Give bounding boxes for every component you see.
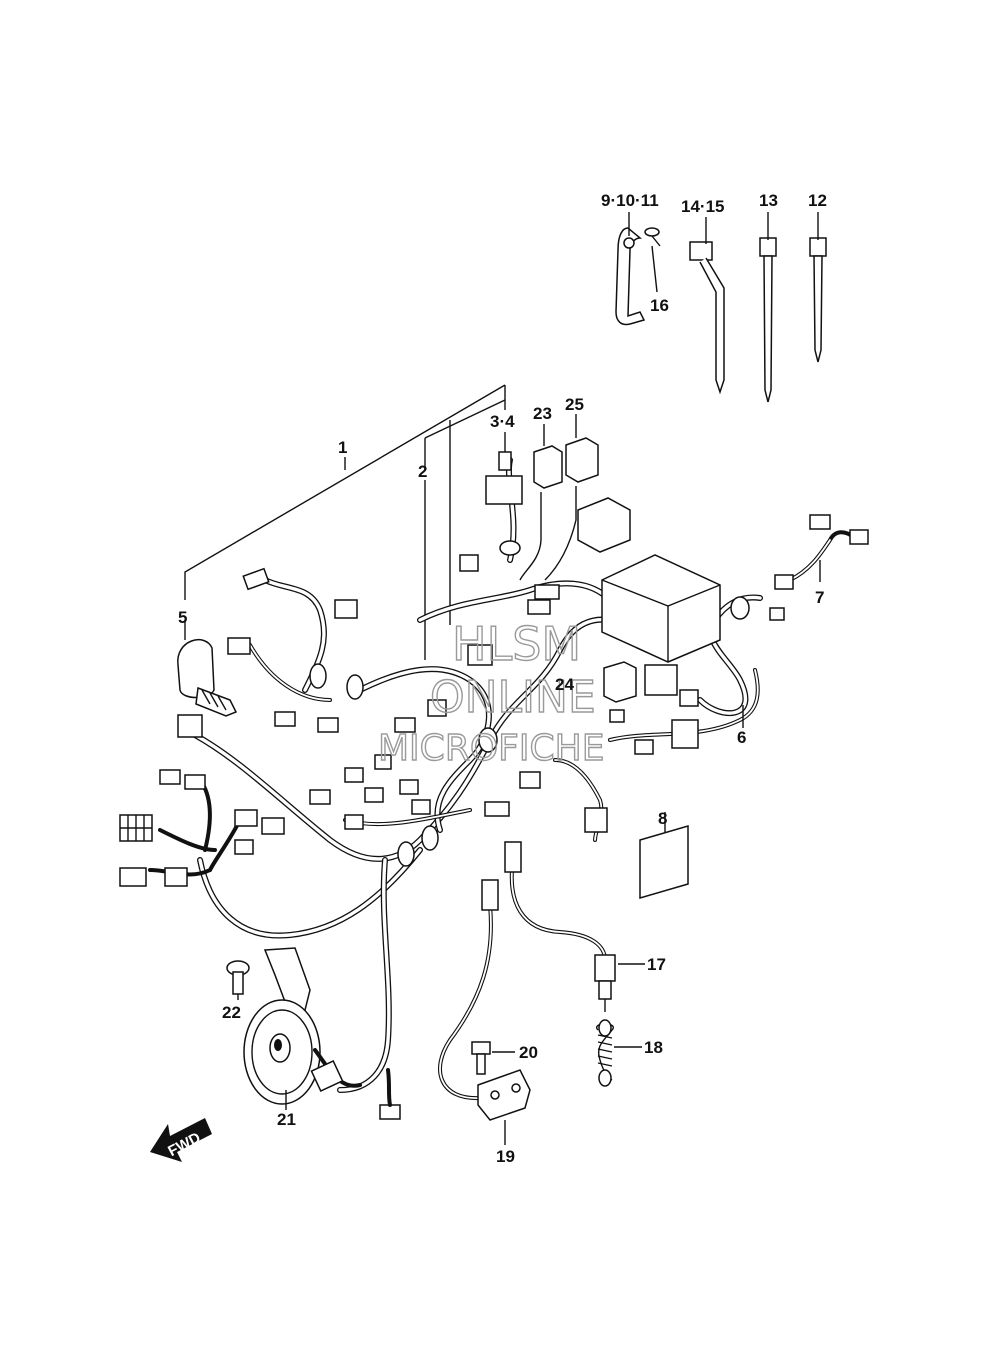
callout-23: 23 — [533, 404, 552, 423]
callout-17: 17 — [647, 955, 666, 974]
leader-bracket-1-2-5 — [184, 384, 506, 660]
callout-6: 6 — [737, 728, 746, 747]
main-wiring-harness — [148, 457, 857, 1093]
callout-1: 1 — [338, 438, 347, 457]
watermark-line-3: MICROFICHE — [378, 728, 604, 769]
spring-part-18 — [595, 1019, 642, 1087]
callout-3-4: 3·4 — [490, 412, 515, 431]
callout-20: 20 — [519, 1043, 538, 1062]
callout-24: 24 — [555, 675, 574, 694]
callout-16: 16 — [650, 296, 669, 315]
relay-part-23 — [519, 424, 563, 581]
relay-part-24 — [603, 661, 637, 703]
callout-2: 2 — [418, 462, 427, 481]
label-sticker-part-8 — [639, 812, 689, 899]
relay-part-25 — [544, 414, 599, 581]
part-callouts: 1 2 3·4 5 6 7 8 9·10·11 12 13 14·15 16 1… — [178, 191, 827, 1166]
bolt-part-20 — [471, 1041, 515, 1075]
fuse-part-3-4 — [498, 432, 512, 471]
switch-part-17 — [504, 841, 645, 1012]
callout-7: 7 — [815, 588, 824, 607]
bolt-part-22 — [226, 960, 250, 1000]
watermark: HLSM ONLINE MICROFICHE — [377, 616, 605, 769]
sensor-part-19 — [438, 879, 531, 1145]
watermark-line-1: HLSM — [452, 617, 581, 671]
harness-connectors — [119, 475, 869, 887]
callout-14-15: 14·15 — [681, 197, 724, 216]
callout-19: 19 — [496, 1147, 515, 1166]
callout-9-10-11: 9·10·11 — [601, 191, 659, 210]
callout-18: 18 — [644, 1038, 663, 1057]
forward-direction-arrow: FWD — [150, 1118, 212, 1162]
callout-8: 8 — [658, 809, 667, 828]
callout-13: 13 — [759, 191, 778, 210]
watermark-line-2: ONLINE — [430, 672, 596, 723]
clamp-part-9-10-11 — [615, 227, 646, 326]
cable-tie-part-13 — [759, 237, 777, 403]
callout-5: 5 — [178, 608, 187, 627]
cable-tie-part-14-15 — [689, 241, 725, 395]
callout-25: 25 — [565, 395, 584, 414]
grommet-part-5 — [177, 638, 238, 717]
callout-21: 21 — [277, 1110, 296, 1129]
callout-12: 12 — [808, 191, 827, 210]
horn-part-21 — [243, 947, 401, 1120]
cable-tie-part-12 — [809, 237, 827, 363]
screw-part-16 — [644, 227, 661, 293]
callout-22: 22 — [222, 1003, 241, 1022]
